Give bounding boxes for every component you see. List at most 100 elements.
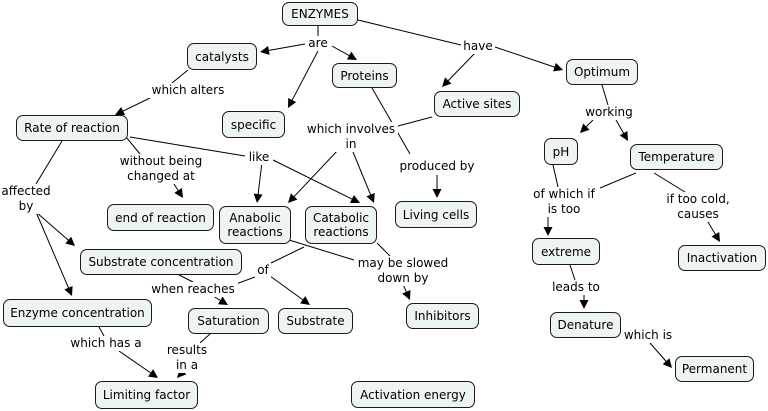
node-rate-of-reaction[interactable]: Rate of reaction	[16, 115, 128, 141]
arrowhead-icon	[366, 192, 375, 203]
connector-line	[615, 119, 625, 136]
node-enzyme-concentration[interactable]: Enzyme concentration	[3, 299, 152, 327]
arrowhead-icon	[349, 194, 360, 204]
node-proteins[interactable]: Proteins	[332, 63, 397, 88]
node-temperature[interactable]: Temperature	[630, 144, 723, 170]
arrowhead-icon	[662, 358, 672, 368]
node-catalysts[interactable]: catalysts	[187, 43, 257, 70]
link-label-may-be-slowed-down-by: may be slowed down by	[354, 256, 452, 286]
connector-line	[569, 264, 576, 281]
node-denature[interactable]: Denature	[550, 312, 621, 338]
connector-line	[599, 172, 637, 189]
connector-line	[98, 326, 105, 337]
node-specific[interactable]: specific	[222, 111, 285, 138]
connector-line	[35, 211, 71, 242]
arrowhead-icon	[288, 193, 298, 203]
link-label-when-reaches: when reaches	[148, 282, 238, 297]
connector-line	[331, 45, 352, 58]
arrowhead-icon	[115, 107, 126, 116]
arrowhead-icon	[65, 236, 75, 246]
arrowhead-icon	[579, 300, 589, 309]
connector-line	[494, 46, 557, 69]
connector-line	[371, 87, 411, 155]
arrowhead-icon	[217, 296, 228, 305]
arrowhead-icon	[64, 285, 73, 296]
node-active-sites[interactable]: Active sites	[434, 91, 520, 117]
arrowhead-icon	[580, 123, 590, 133]
connector-line	[290, 50, 319, 103]
connector-line	[35, 140, 63, 185]
connector-line	[552, 164, 559, 188]
arrowhead-icon	[260, 45, 270, 55]
connector-line	[118, 350, 153, 375]
connector-line	[649, 342, 668, 364]
node-inhibitors[interactable]: Inhibitors	[406, 303, 479, 329]
link-label-without-being-changed-at: without being changed at	[116, 154, 206, 184]
connector-line	[35, 211, 70, 290]
node-activation-energy[interactable]: Activation energy	[351, 381, 475, 408]
link-label-produced-by: produced by	[396, 159, 478, 174]
link-label-which-involves-in: which involves in	[304, 122, 398, 152]
connector-line	[121, 97, 151, 113]
arrowhead-icon	[442, 77, 452, 87]
node-saturation[interactable]: Saturation	[188, 308, 269, 334]
node-limiting-factor[interactable]: Limiting factor	[95, 381, 198, 409]
connector-line	[397, 116, 433, 127]
arrowhead-icon	[288, 97, 297, 108]
arrowhead-icon	[553, 62, 563, 72]
node-permanent[interactable]: Permanent	[675, 356, 754, 382]
link-label-which-alters: which alters	[148, 83, 228, 98]
arrowhead-icon	[148, 369, 158, 378]
connector-line	[653, 172, 686, 193]
connector-line	[129, 136, 246, 157]
arrowhead-icon	[711, 231, 720, 242]
connector-line	[199, 333, 211, 344]
connector-line	[171, 69, 189, 84]
node-anabolic-reactions[interactable]: Anabolic reactions	[219, 206, 291, 244]
node-inactivation[interactable]: Inactivation	[678, 245, 766, 271]
arrowhead-icon	[543, 227, 553, 236]
node-substrate[interactable]: Substrate	[278, 308, 353, 334]
connector-line	[288, 239, 355, 261]
connector-line	[125, 136, 141, 155]
arrowhead-icon	[346, 51, 357, 60]
node-optimum[interactable]: Optimum	[566, 59, 638, 85]
node-ph[interactable]: pH	[544, 138, 578, 165]
link-label-like: like	[245, 150, 273, 165]
node-enzymes[interactable]: ENZYMES	[282, 2, 358, 26]
link-label-which-is: which is	[621, 328, 675, 343]
link-label-of: of	[255, 263, 271, 278]
link-label-of-which-if-is-too: of which if is too	[528, 187, 600, 217]
connector-line	[272, 159, 354, 201]
link-label-leads-to: leads to	[548, 280, 604, 295]
connector-line	[269, 275, 305, 302]
node-catabolic-reactions[interactable]: Catabolic reactions	[305, 206, 377, 244]
link-label-are: are	[305, 36, 331, 51]
link-label-affected-by: affected by	[0, 184, 52, 214]
connector-line	[266, 43, 306, 52]
arrowhead-icon	[432, 189, 442, 198]
link-label-have: have	[461, 39, 495, 54]
connector-line	[270, 246, 305, 264]
arrowhead-icon	[300, 296, 310, 305]
arrowhead-icon	[253, 193, 263, 203]
connector-line	[292, 148, 340, 199]
connector-line	[601, 84, 609, 106]
link-label-if-too-cold-causes: if too cold, causes	[662, 192, 734, 222]
connector-line	[357, 19, 462, 46]
connector-line	[446, 51, 477, 83]
link-label-working: working	[583, 105, 635, 120]
arrowhead-icon	[174, 187, 183, 198]
connector-line	[352, 151, 372, 197]
link-label-which-has-a: which has a	[66, 336, 146, 351]
node-substrate-concentration[interactable]: Substrate concentration	[80, 249, 242, 275]
node-end-of-reaction[interactable]: end of reaction	[107, 204, 214, 231]
arrowhead-icon	[619, 130, 628, 141]
connector-line	[178, 274, 194, 283]
node-extreme[interactable]: extreme	[532, 238, 600, 265]
node-living-cells[interactable]: Living cells	[395, 201, 477, 228]
connector-line	[376, 242, 391, 257]
link-label-results-in-a: results in a	[162, 343, 212, 373]
connector-line	[257, 161, 263, 197]
arrowhead-icon	[402, 289, 411, 300]
